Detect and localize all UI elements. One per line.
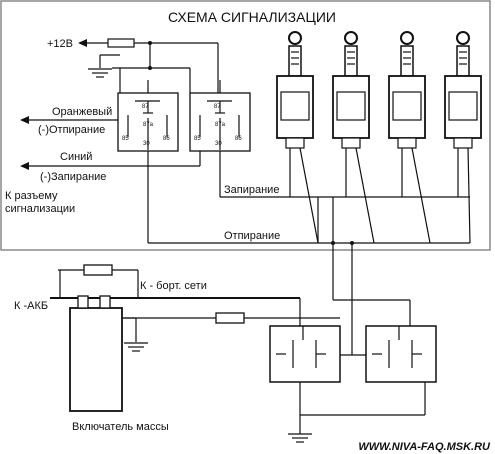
actuator-2 [332, 31, 370, 149]
fuse-icon [107, 38, 135, 48]
battery-label: К -АКБ [14, 300, 48, 312]
mass-switch-icon [69, 307, 123, 412]
power-section: К - борт. сети К -АКБ Включатель массы [14, 264, 340, 433]
door-buses: Запирание Отпирание [147, 151, 470, 244]
lock-bus-label: Запирание [224, 184, 279, 196]
actuator-1 [276, 31, 314, 149]
door-actuators [276, 31, 482, 250]
ground-icon [124, 342, 148, 352]
relay-2: 87 87a 85 86 30 [189, 80, 251, 152]
power-supply: +12В [47, 38, 219, 93]
fuse-icon [215, 312, 245, 324]
actuator-4 [444, 31, 482, 149]
relay-1: 87 87a 85 86 30 [117, 80, 179, 152]
unlock-bus-label: Отпирание [224, 230, 280, 242]
alarm-panel-border [0, 0, 491, 251]
lower-relay-1 [269, 325, 341, 383]
plus12-label: +12В [47, 38, 73, 50]
relay2-pin-85: 85 [194, 136, 201, 142]
relay2-pin-87: 87 [214, 104, 221, 110]
arrow-left-icon [78, 39, 87, 47]
relay2-pin-30: 30 [215, 141, 222, 147]
mass-switch-label: Включатель массы [72, 421, 169, 433]
relay1-pin-86: 86 [163, 136, 170, 142]
ground-icon [88, 68, 112, 78]
relay1-pin-30: 30 [143, 141, 150, 147]
diagram-title: СХЕМА СИГНАЛИЗАЦИИ [168, 9, 336, 25]
relay1-pin-85: 85 [122, 136, 129, 142]
fuse-icon [83, 264, 113, 276]
website-watermark: WWW.NIVA-FAQ.MSK.RU [358, 441, 491, 453]
orange-wire-label: Оранжевый [52, 106, 112, 118]
blue-wire-label: Синий [60, 151, 92, 163]
relay1-pin-87: 87 [142, 104, 149, 110]
connector-label-2: сигнализации [5, 203, 75, 215]
ground-icon [288, 433, 312, 443]
unlock-wire-label: (-)Отпирание [38, 124, 105, 136]
alarm-wires: Оранжевый (-)Отпирание Синий (-)Запирани… [5, 106, 201, 215]
board-net-label: К - борт. сети [140, 280, 207, 292]
lock-wire-label: (-)Запирание [40, 171, 106, 183]
arrow-left-icon [20, 116, 29, 124]
relay2-pin-86: 86 [235, 136, 242, 142]
relay2-pin-87a: 87a [215, 122, 226, 128]
lower-relay-2 [365, 325, 437, 383]
lower-wiring [288, 250, 426, 443]
arrow-left-icon [20, 162, 29, 170]
actuator-3 [388, 31, 426, 149]
connector-label-1: К разъему [5, 190, 58, 202]
relay1-pin-87a: 87a [143, 122, 154, 128]
